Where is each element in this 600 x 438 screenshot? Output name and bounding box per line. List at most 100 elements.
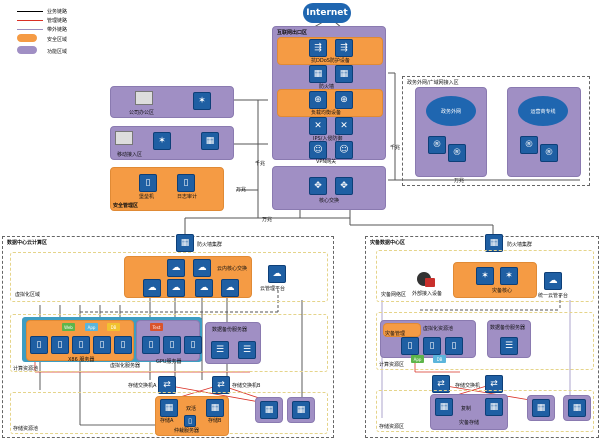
egress-zone: 互联网出口区 ⇶ ⇶ 抗DDoS防护设备 ▦ ▦ 防火墙 ⊕ ⊕ 负载均衡设备 … (272, 26, 386, 160)
legend-business-line (17, 11, 43, 12)
vm-tag: Web (62, 323, 75, 331)
right-compute-zone: 计算资源区 (376, 312, 594, 370)
storage-array-icon[interactable]: ▦ (532, 399, 550, 417)
switch-icon[interactable]: ✶ (193, 92, 211, 110)
firewall-icon[interactable]: ▦ (201, 132, 219, 150)
switch-icon[interactable]: ✶ (500, 267, 518, 285)
storage-array-icon[interactable]: ▦ (485, 398, 503, 416)
storage-array-icon[interactable]: ▦ (435, 398, 453, 416)
load-balancer-icon[interactable]: ⊕ (309, 91, 327, 109)
ddos-device-icon[interactable]: ⇶ (335, 39, 353, 57)
core-switch-icon[interactable]: ✥ (309, 177, 327, 195)
cloud-switch-icon[interactable]: ☁ (193, 259, 211, 277)
storage-array-icon[interactable]: ▦ (292, 401, 310, 419)
legend-label: 安全区域 (47, 37, 68, 43)
ips-icon[interactable]: ✕ (335, 117, 353, 135)
storage-array-icon[interactable]: ▦ (160, 399, 178, 417)
legend-function-swatch (17, 46, 37, 54)
arbiter-label: 仲裁服务器 (174, 428, 200, 434)
backup-zone: 数据备份服务器 ☰ ☰ (205, 322, 261, 364)
leaf-switch-icon[interactable]: ☁ (143, 279, 161, 297)
server-icon[interactable]: ▯ (51, 336, 69, 354)
backup-server-icon[interactable]: ☰ (238, 341, 256, 359)
router-icon[interactable]: ® (448, 144, 466, 162)
vm-tag: App (85, 323, 98, 331)
storage-array-icon[interactable]: ▦ (568, 399, 586, 417)
fabric-zone-label: 虚拟化区域 (15, 292, 41, 298)
ddos-label: 抗DDoS防护设备 (311, 58, 350, 64)
leaf-switch-icon[interactable]: ☁ (221, 279, 239, 297)
router-icon[interactable]: ® (540, 144, 558, 162)
ext-storage: ▦ (563, 395, 591, 421)
server-icon[interactable]: ▯ (184, 336, 202, 354)
internet-label: Internet (306, 8, 348, 18)
cloud-manager-icon[interactable]: ☁ (544, 272, 562, 290)
right-core-label: 灾备核心 (492, 288, 513, 294)
switch-icon[interactable]: ✶ (153, 132, 171, 150)
storage-switch-icon[interactable]: ⇄ (158, 376, 176, 394)
compute-group-label: X86 服务器 (68, 357, 95, 363)
right-storage-pool-label: 灾备存储 (459, 420, 480, 426)
firewall-icon[interactable]: ▦ (309, 65, 327, 83)
router-icon[interactable]: ® (428, 136, 446, 154)
link-label: 万兆 (262, 217, 273, 223)
link-label: 千兆 (255, 161, 266, 167)
dc-firewall-icon[interactable]: ▦ (485, 234, 503, 252)
storage-switch-label: 存储交换机 (455, 383, 481, 389)
arbiter-icon[interactable]: ▯ (184, 415, 196, 427)
load-balancer-icon[interactable]: ⊕ (335, 91, 353, 109)
storage-switch-icon[interactable]: ⇄ (485, 375, 503, 393)
legend-security-swatch (17, 34, 37, 42)
backup-title: 数据备份服务器 (212, 327, 248, 333)
security-mgmt-title: 安全管理区 (113, 203, 139, 209)
core-switch-icon[interactable]: ✥ (335, 177, 353, 195)
backup-server-icon[interactable]: ☰ (500, 337, 518, 355)
ips-label: IPS/入侵防御 (313, 136, 343, 142)
storage-switch-icon[interactable]: ⇄ (432, 375, 450, 393)
storage-b-label: 存储B (208, 418, 222, 424)
ddos-device-icon[interactable]: ⇶ (309, 39, 327, 57)
server-icon[interactable]: ▯ (445, 337, 463, 355)
legend-label: 带外链路 (47, 27, 68, 33)
storage-array-icon[interactable]: ▦ (206, 399, 224, 417)
external-device-badge (425, 278, 435, 287)
server-icon[interactable]: ▯ (177, 174, 195, 192)
storage-switch-icon[interactable]: ⇄ (212, 376, 230, 394)
backup-server-icon[interactable]: ☰ (211, 341, 229, 359)
switch-icon[interactable]: ✶ (476, 267, 494, 285)
server-icon[interactable]: ▯ (139, 174, 157, 192)
wan-cloud: 运营商专线 (518, 96, 568, 126)
office-label: 公司办公区 (129, 110, 155, 116)
vpn-gateway-icon[interactable]: ☺ (309, 141, 327, 159)
right-storage-zone-label: 存储资源区 (379, 424, 405, 430)
server-icon[interactable]: ▯ (30, 336, 48, 354)
server-icon[interactable]: ▯ (163, 336, 181, 354)
firewall-icon[interactable]: ▦ (335, 65, 353, 83)
storage-array-icon[interactable]: ▦ (260, 401, 278, 419)
core-zone: ✥ ✥ 核心交换 (272, 166, 386, 210)
ips-icon[interactable]: ✕ (309, 117, 327, 135)
leaf-switch-icon[interactable]: ☁ (167, 279, 185, 297)
right-compute-title: 虚拟化资源池 (423, 326, 454, 332)
server-icon[interactable]: ▯ (72, 336, 90, 354)
cloud-manager-label: 统一云管平台 (538, 293, 569, 299)
server-icon[interactable]: ▯ (423, 337, 441, 355)
dc-firewall-label: 防火墙集群 (197, 242, 223, 248)
server-icon[interactable]: ▯ (114, 336, 132, 354)
server-icon[interactable]: ▯ (401, 337, 419, 355)
vm-tag: App (411, 355, 424, 363)
storage-switch-label: 存储交换机B (232, 383, 261, 389)
cloud-switch-icon[interactable]: ☁ (167, 259, 185, 277)
router-icon[interactable]: ® (520, 136, 538, 154)
cloud-manager-icon[interactable]: ☁ (268, 265, 286, 283)
ddos-group (277, 37, 383, 65)
egress-zone-title: 互联网出口区 (277, 30, 308, 36)
cloud-access-title: 政务外网/广域网接入区 (407, 80, 459, 86)
right-core-zone: 灾备网络区 (376, 250, 594, 302)
dc-firewall-icon[interactable]: ▦ (176, 234, 194, 252)
server-icon[interactable]: ▯ (142, 336, 160, 354)
compute-group-label: 虚拟化服务器 (110, 363, 141, 369)
server-icon[interactable]: ▯ (93, 336, 111, 354)
leaf-switch-icon[interactable]: ☁ (195, 279, 213, 297)
vpn-gateway-icon[interactable]: ☺ (335, 141, 353, 159)
